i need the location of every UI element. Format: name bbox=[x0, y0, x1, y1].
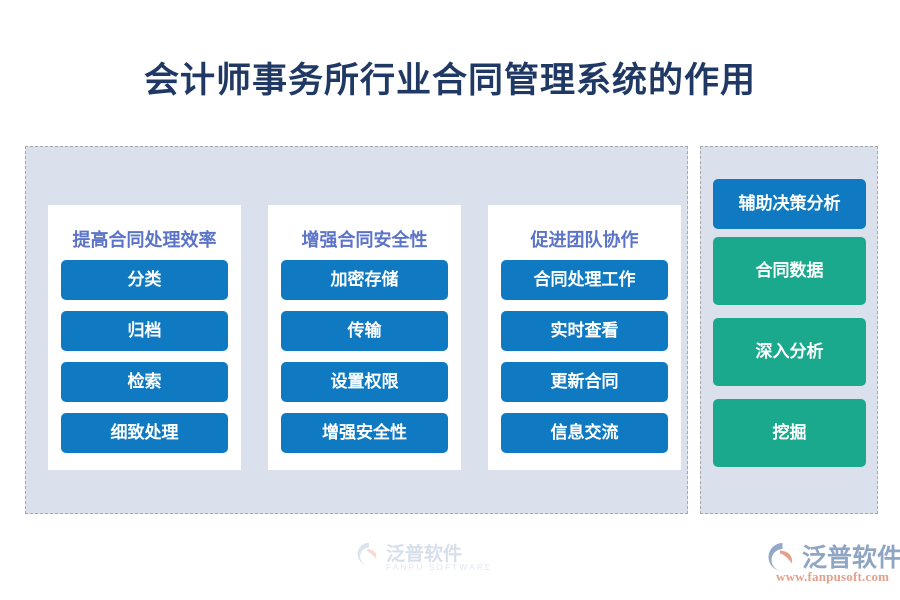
list-item[interactable]: 挖掘 bbox=[713, 399, 866, 467]
brand-logo: 泛普软件 www.fanpusoft.com bbox=[766, 538, 900, 588]
list-item[interactable]: 信息交流 bbox=[501, 413, 668, 453]
fanpu-logo-icon bbox=[766, 542, 799, 572]
list-item[interactable]: 归档 bbox=[61, 311, 228, 351]
card-header: 提高合同处理效率 bbox=[72, 230, 217, 250]
list-item[interactable]: 检索 bbox=[61, 362, 228, 402]
list-item[interactable]: 深入分析 bbox=[713, 318, 866, 386]
card-item-list: 分类 归档 检索 细致处理 bbox=[61, 260, 228, 464]
fanpu-logo-icon bbox=[356, 541, 382, 567]
card-improve-efficiency: 提高合同处理效率 分类 归档 检索 细致处理 bbox=[48, 205, 241, 470]
list-item[interactable]: 设置权限 bbox=[281, 362, 448, 402]
right-panel: 辅助决策分析 合同数据 深入分析 挖掘 bbox=[700, 146, 878, 514]
right-panel-header[interactable]: 辅助决策分析 bbox=[713, 179, 866, 229]
list-item[interactable]: 加密存储 bbox=[281, 260, 448, 300]
brand-url: www.fanpusoft.com bbox=[776, 569, 890, 584]
watermark-cn: 泛普软件 bbox=[386, 544, 463, 565]
brand-name: 泛普软件 bbox=[802, 545, 900, 572]
list-item[interactable]: 合同数据 bbox=[713, 237, 866, 305]
list-item[interactable]: 合同处理工作 bbox=[501, 260, 668, 300]
card-enhance-security: 增强合同安全性 加密存储 传输 设置权限 增强安全性 bbox=[268, 205, 461, 470]
page-title: 会计师事务所行业合同管理系统的作用 bbox=[143, 61, 756, 100]
list-item[interactable]: 细致处理 bbox=[61, 413, 228, 453]
watermark-en: FANPU SOFTWARE bbox=[386, 562, 493, 572]
list-item[interactable]: 更新合同 bbox=[501, 362, 668, 402]
watermark: 泛普软件 FANPU SOFTWARE bbox=[356, 539, 506, 581]
card-promote-collaboration: 促进团队协作 合同处理工作 实时查看 更新合同 信息交流 bbox=[488, 205, 681, 470]
card-item-list: 加密存储 传输 设置权限 增强安全性 bbox=[281, 260, 448, 464]
left-panel: 提高合同处理效率 分类 归档 检索 细致处理 增强合同安全性 加密存储 传输 设… bbox=[25, 146, 688, 572]
card-header: 促进团队协作 bbox=[530, 230, 639, 250]
list-item[interactable]: 分类 bbox=[61, 260, 228, 300]
card-header: 增强合同安全性 bbox=[301, 230, 428, 250]
list-item[interactable]: 传输 bbox=[281, 311, 448, 351]
list-item[interactable]: 实时查看 bbox=[501, 311, 668, 351]
card-item-list: 合同处理工作 实时查看 更新合同 信息交流 bbox=[501, 260, 668, 464]
right-panel-item-list: 合同数据 深入分析 挖掘 bbox=[713, 237, 866, 480]
list-item[interactable]: 增强安全性 bbox=[281, 413, 448, 453]
